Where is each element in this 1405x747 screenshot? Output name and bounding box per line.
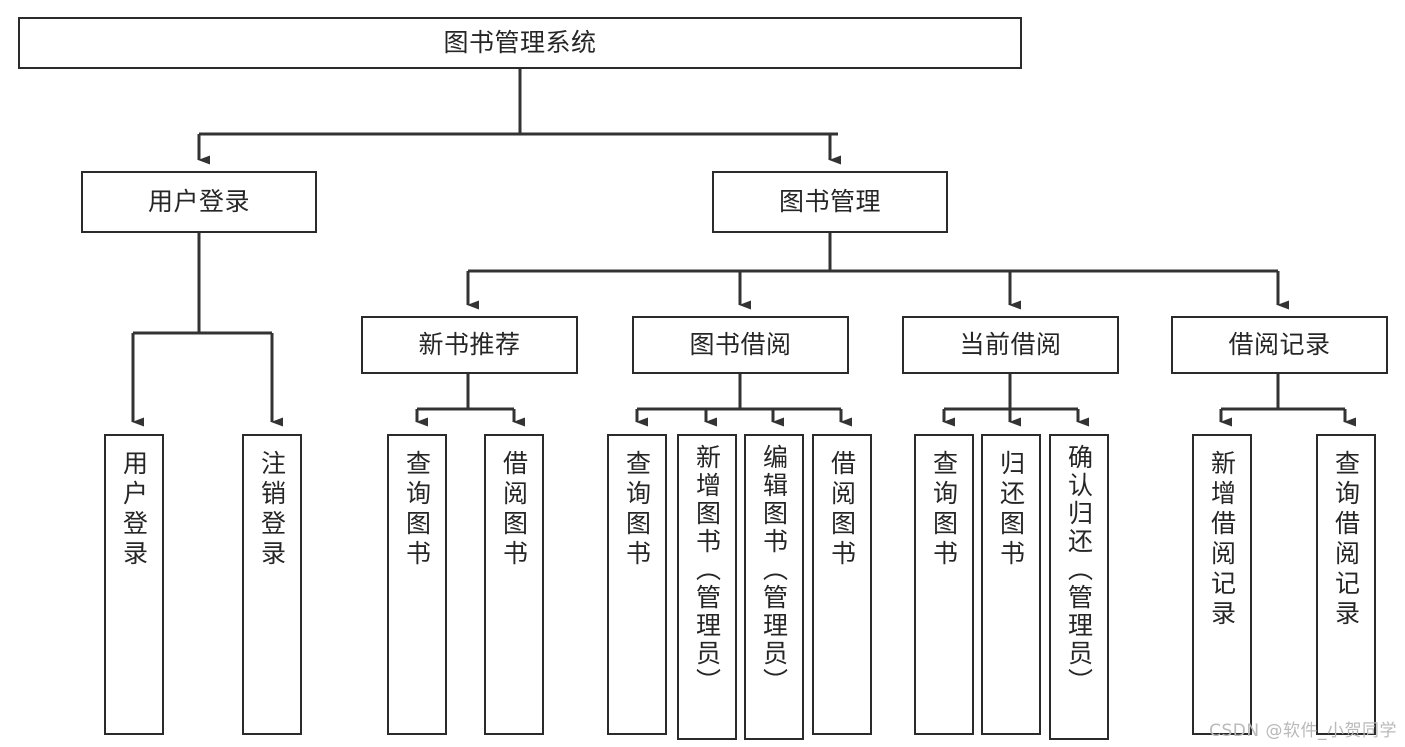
node-user-login[interactable]: 用户登录 [81, 171, 317, 233]
node-book-management[interactable]: 图书管理 [712, 171, 948, 233]
watermark-text: CSDN @软件_小贺同学 [1209, 721, 1397, 741]
node-leaf-return-book[interactable]: 归还图书 [981, 434, 1041, 735]
node-leaf-logout[interactable]: 注销登录 [242, 434, 302, 735]
node-leaf-borrow-book-nbr[interactable]: 借阅图书 [484, 434, 544, 735]
node-leaf-add-borrow-record[interactable]: 新增借阅记录 [1192, 434, 1252, 735]
node-leaf-borrow-book-bb[interactable]: 借阅图书 [812, 434, 872, 735]
node-leaf-user-login[interactable]: 用户登录 [104, 434, 164, 735]
node-book-borrow[interactable]: 图书借阅 [632, 316, 849, 374]
node-borrow-record[interactable]: 借阅记录 [1171, 316, 1388, 374]
node-leaf-query-book-cb[interactable]: 查询图书 [914, 434, 974, 735]
node-new-book-recommend[interactable]: 新书推荐 [361, 316, 578, 374]
node-current-borrow[interactable]: 当前借阅 [902, 316, 1119, 374]
node-leaf-confirm-return-admin[interactable]: 确认归还（管理员） [1049, 434, 1109, 740]
node-leaf-add-book-admin[interactable]: 新增图书（管理员） [677, 434, 737, 740]
node-leaf-query-borrow-record[interactable]: 查询借阅记录 [1316, 434, 1376, 735]
node-leaf-query-book-bb[interactable]: 查询图书 [607, 434, 667, 735]
node-leaf-query-book-nbr[interactable]: 查询图书 [387, 434, 447, 735]
node-leaf-edit-book-admin[interactable]: 编辑图书（管理员） [744, 434, 804, 740]
node-root-system[interactable]: 图书管理系统 [18, 17, 1022, 69]
